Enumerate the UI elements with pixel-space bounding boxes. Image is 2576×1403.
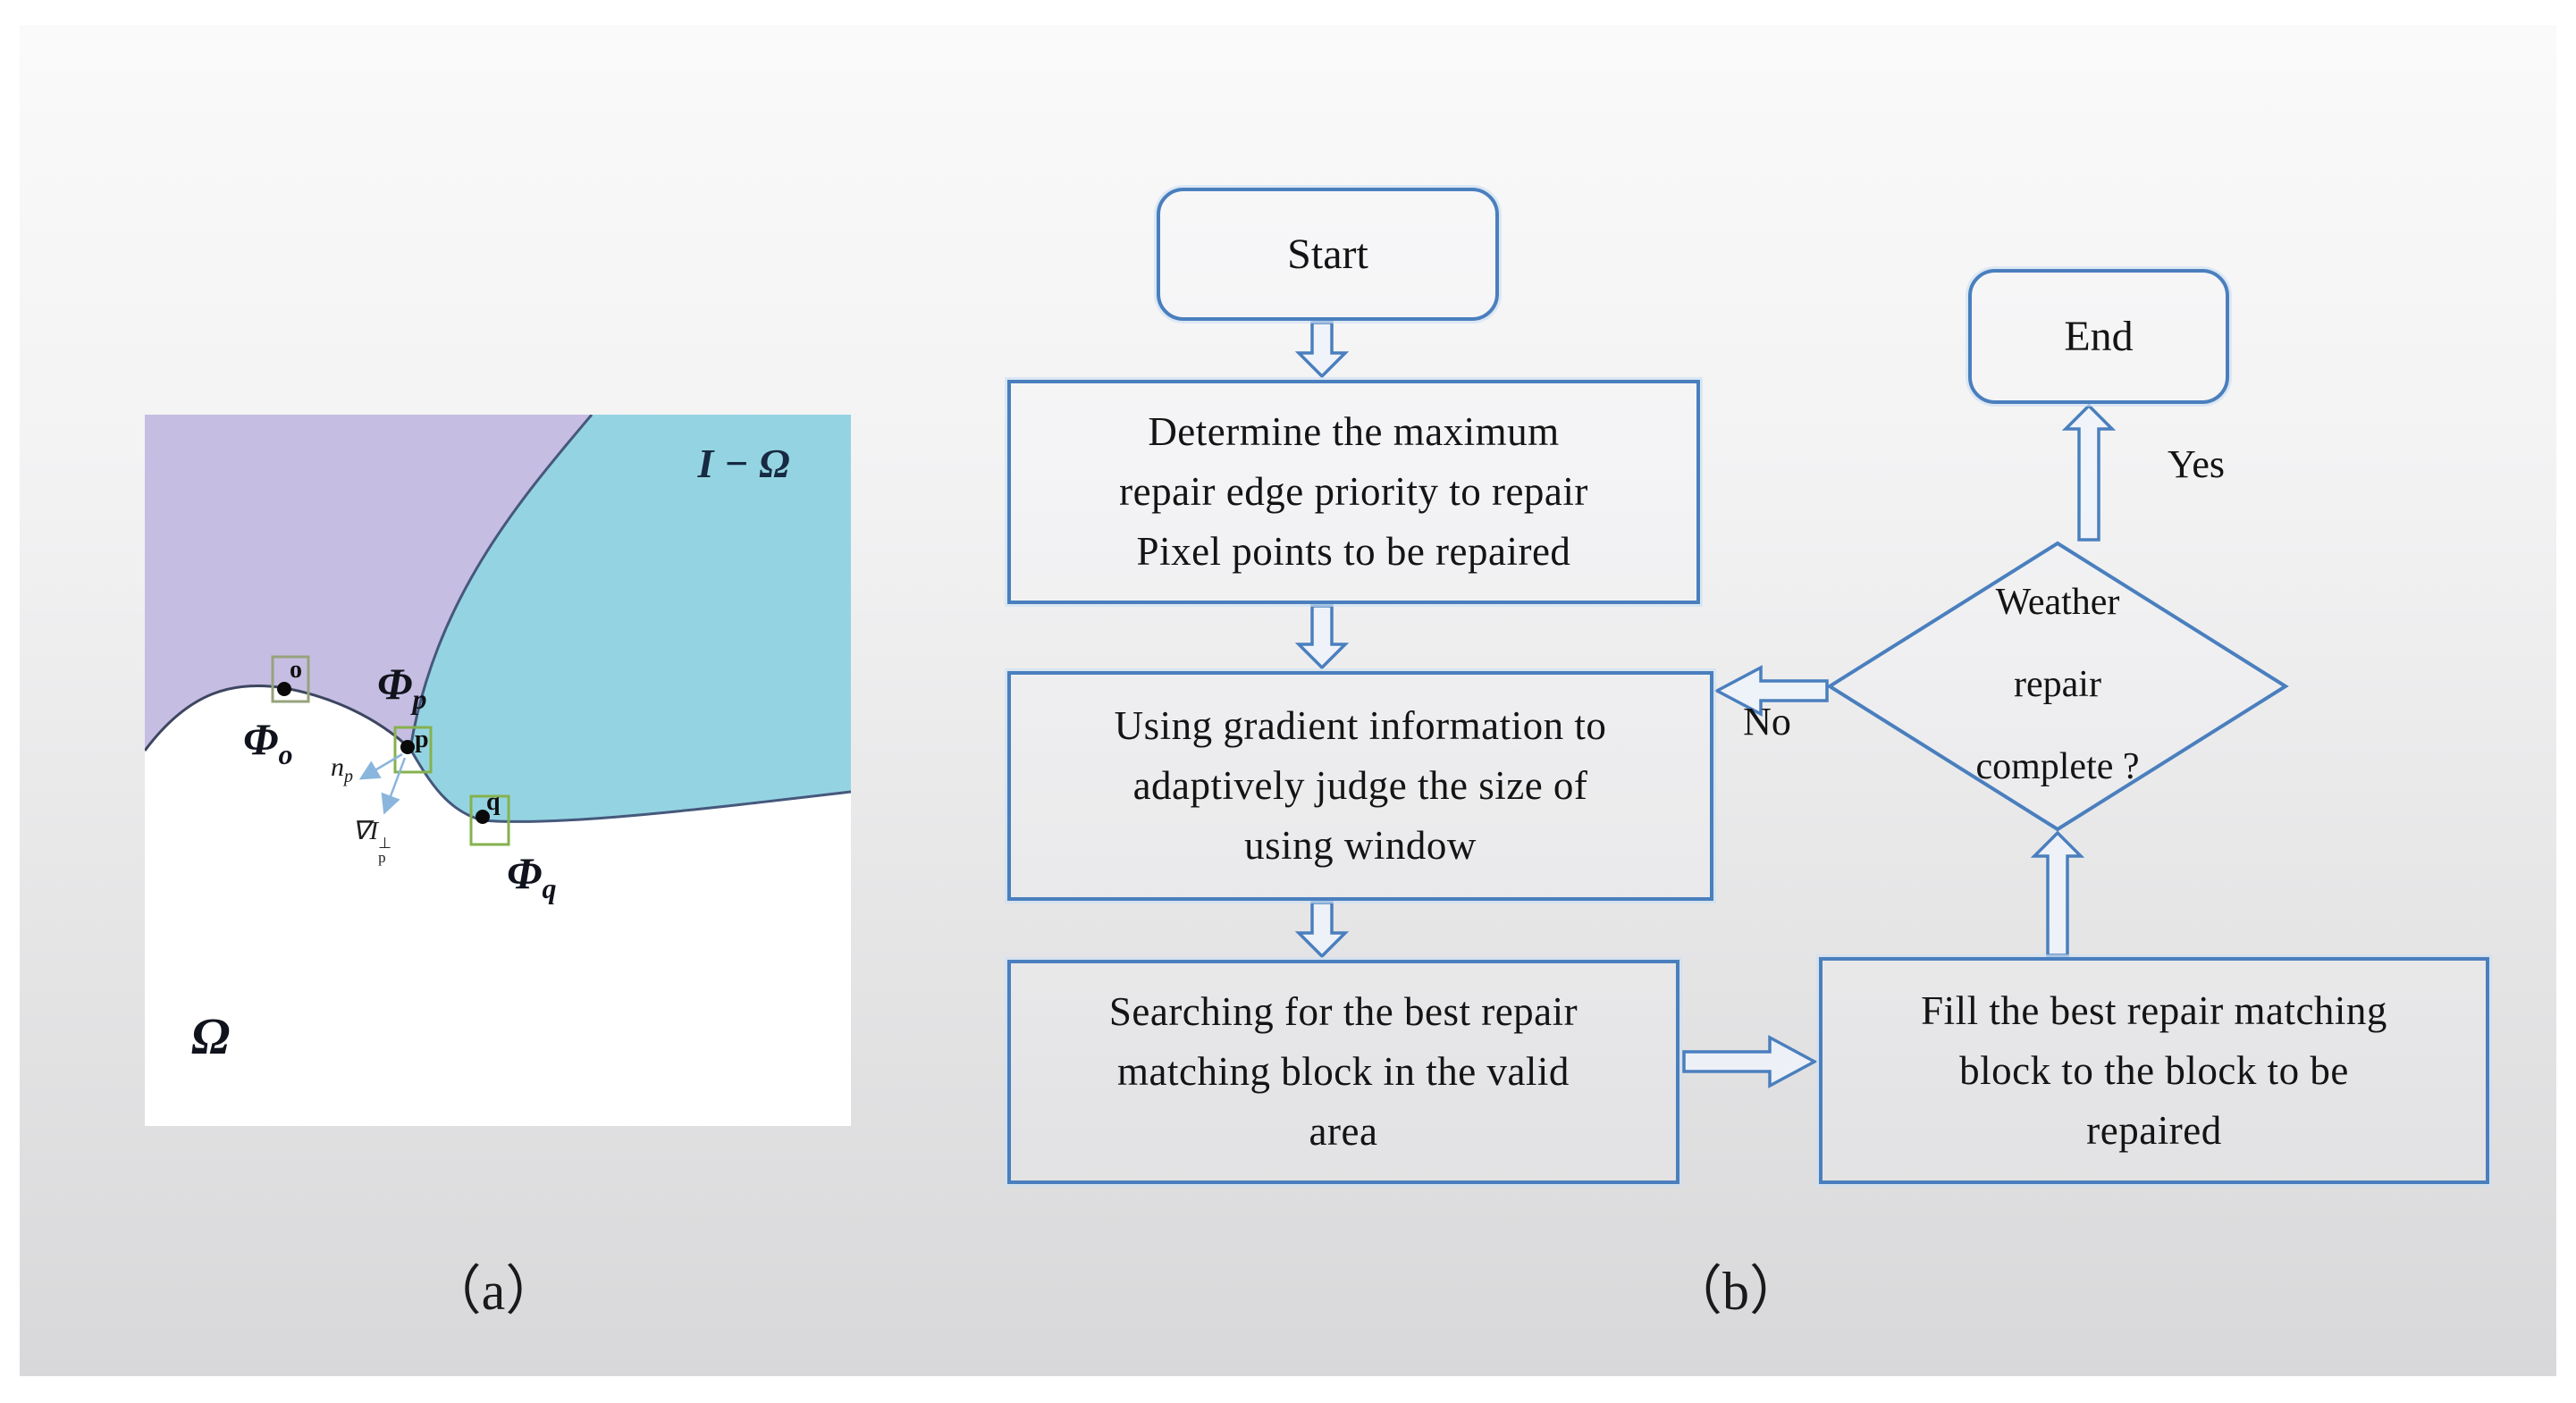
normal-vector-arrow <box>358 752 403 780</box>
step1-line: Pixel points to be repaired <box>1136 529 1571 574</box>
point-p-dot <box>400 740 415 754</box>
arrow-step1-to-step2 <box>1294 604 1350 670</box>
source-region-cyan <box>410 415 851 822</box>
start-node: Start <box>1157 188 1499 321</box>
arrow-step3-to-step4 <box>1682 1035 1818 1088</box>
panel-a-drawing <box>145 415 851 1126</box>
phi-subscript: p <box>412 683 427 715</box>
arrow-step2-to-step3 <box>1294 901 1350 959</box>
point-q-letter: q <box>486 788 501 816</box>
patch-box-q <box>469 794 510 846</box>
point-q-dot <box>476 810 490 824</box>
decision-text: Weather repair complete ? <box>1924 561 2192 808</box>
decision-line: complete ? <box>1975 746 2140 787</box>
decision-line: Weather <box>1995 582 2120 623</box>
gradient-symbol: ∇I <box>352 817 379 845</box>
end-label: End <box>2064 313 2134 360</box>
step3-line: matching block in the valid <box>1117 1049 1570 1094</box>
caption-panel-a: （a） <box>427 1262 560 1321</box>
caption-panel-b: （b） <box>1669 1262 1803 1321</box>
figure-canvas: I − Ω Ω Φo Φp Φq o p q np ∇I⊥p <box>20 25 2556 1376</box>
normal-symbol: n <box>331 752 344 782</box>
target-region-label: Ω <box>191 1007 231 1065</box>
step1-line: Determine the maximum <box>1148 409 1560 454</box>
source-boundary-curve <box>408 415 851 823</box>
patch-label-phi-p: Φp <box>377 658 426 716</box>
yes-branch-label: Yes <box>2167 442 2226 486</box>
source-region-label: I − Ω <box>697 441 790 486</box>
phi-subscript: q <box>542 872 557 904</box>
patch-box-p <box>393 726 433 774</box>
end-node: End <box>1968 269 2229 404</box>
step4-line: Fill the best repair matching <box>1921 987 2387 1033</box>
decision-line: repair <box>2014 664 2101 705</box>
normal-vector-label: np <box>331 752 353 787</box>
step2-line: Using gradient information to <box>1114 703 1607 748</box>
step1-node: Determine the maximum repair edge priori… <box>1007 380 1700 604</box>
arrow-step4-to-decision <box>2030 830 2085 957</box>
isophote-vector-arrow <box>381 757 407 815</box>
patch-box-o <box>271 655 310 703</box>
phi-symbol: Φ <box>243 714 279 764</box>
gradient-subscript: p <box>378 849 386 866</box>
step3-line: area <box>1309 1109 1378 1154</box>
start-label: Start <box>1287 231 1368 278</box>
patch-label-phi-q: Φq <box>507 847 556 905</box>
step4-line: repaired <box>2086 1107 2222 1153</box>
step4-node: Fill the best repair matching block to t… <box>1819 957 2489 1184</box>
point-p-letter: p <box>415 726 429 753</box>
point-o-dot <box>277 682 291 696</box>
patch-label-phi-o: Φo <box>243 713 292 771</box>
isophote-label: ∇I⊥p <box>352 815 391 865</box>
step2-line: using window <box>1244 823 1477 868</box>
fill-front-band-purple <box>145 415 592 751</box>
step2-node: Using gradient information to adaptively… <box>1007 671 1713 901</box>
point-o-letter: o <box>290 656 302 684</box>
arrow-decision-yes-to-end <box>2061 403 2117 542</box>
no-branch-label: No <box>1743 700 1791 744</box>
step2-line: adaptively judge the size of <box>1132 763 1588 808</box>
step3-line: Searching for the best repair <box>1108 989 1578 1034</box>
phi-subscript: o <box>278 738 293 770</box>
step4-line: block to the block to be <box>1959 1047 2349 1093</box>
phi-symbol: Φ <box>507 848 543 898</box>
step1-line: repair edge priority to repair <box>1119 469 1588 514</box>
gradient-superscript: ⊥ <box>378 835 391 852</box>
panel-a-schematic: I − Ω Ω Φo Φp Φq o p q np ∇I⊥p <box>145 415 851 1126</box>
phi-symbol: Φ <box>377 659 413 709</box>
normal-subscript: p <box>344 767 353 786</box>
step3-node: Searching for the best repair matching b… <box>1007 960 1679 1184</box>
gradient-scripts: ⊥p <box>378 836 391 865</box>
arrow-start-to-step1 <box>1294 321 1350 379</box>
